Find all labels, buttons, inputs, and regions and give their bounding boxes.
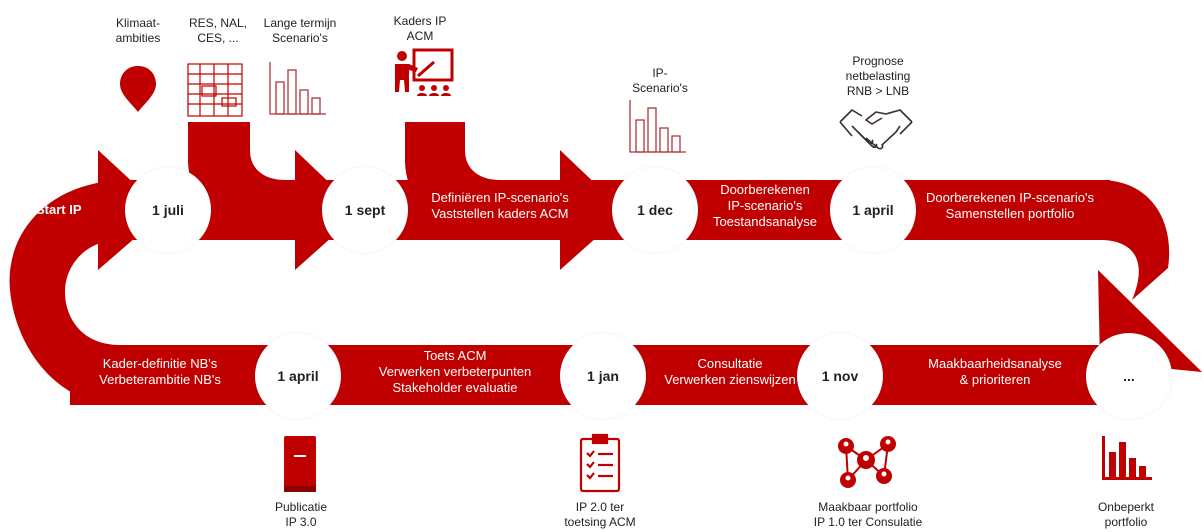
input-label-klimaat: Klimaat-ambities: [115, 16, 161, 45]
milestone-1-april-bottom: 1 april: [255, 333, 341, 419]
chevron-2: [560, 150, 625, 270]
network-people-icon: [838, 436, 896, 488]
milestone-1-nov: 1 nov: [797, 333, 883, 419]
milestone-1-jan: 1 jan: [560, 333, 646, 419]
bar-chart-outline-icon: [629, 100, 686, 153]
milestone-label: 1 nov: [821, 368, 859, 384]
feeder-res: [188, 122, 285, 240]
presentation-teacher-icon: [395, 48, 454, 96]
milestone-label: 1 juli: [152, 202, 184, 218]
milestone-label: 1 april: [852, 202, 894, 218]
milestone-1-dec: 1 dec: [612, 167, 698, 253]
milestone-label: 1 april: [277, 368, 319, 384]
bar-chart-filled-icon: [1102, 436, 1152, 480]
band-right-curve: [1100, 180, 1170, 300]
location-pin-icon: [120, 66, 156, 112]
milestone-dots: ...: [1086, 333, 1172, 419]
milestone-label: 1 jan: [587, 368, 619, 384]
grid-map-icon: [187, 63, 243, 117]
bar-chart-outline-icon: [269, 62, 326, 115]
milestone-1-april-top: 1 april: [830, 167, 916, 253]
feeder-kaders: [405, 122, 540, 240]
milestone-label: 1 sept: [344, 202, 386, 218]
milestone-1-sept: 1 sept: [322, 167, 408, 253]
milestone-label: ...: [1123, 368, 1135, 384]
band-left-curve: [9, 180, 120, 405]
handshake-icon: [839, 109, 913, 150]
milestone-1-juli: 1 juli: [125, 167, 211, 253]
input-label-res: RES, NAL,CES, ...: [188, 16, 248, 45]
book-icon: [284, 436, 316, 492]
milestone-label: 1 dec: [637, 202, 673, 218]
start-label: Start IP: [36, 202, 82, 217]
input-label-ip-scenarios: IP-Scenario's: [632, 66, 688, 95]
clipboard-checklist-icon: [579, 433, 621, 493]
band-text-maakbaarheid: Maakbaarheidsanalyse& prioriteren: [928, 356, 1062, 387]
